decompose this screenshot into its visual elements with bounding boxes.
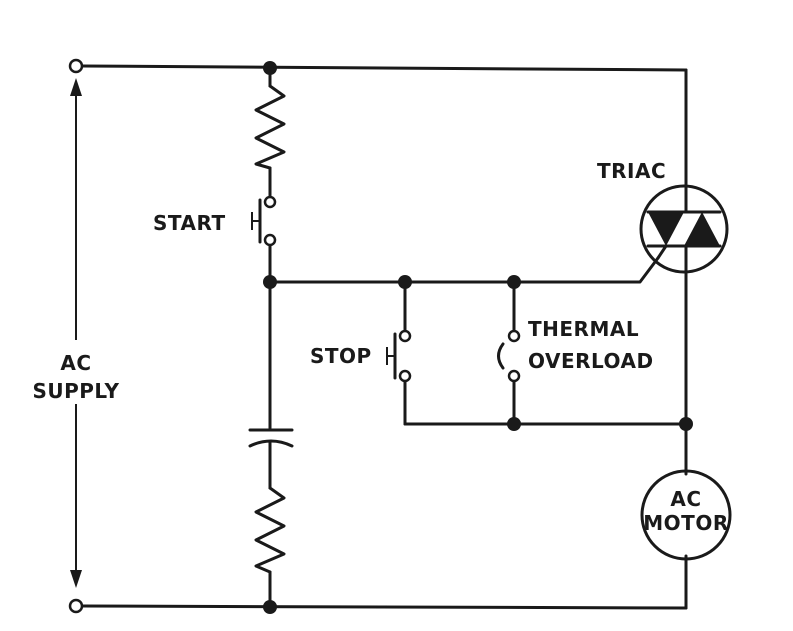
- stop-switch: [386, 329, 412, 383]
- ac-supply-label-line1: AC: [60, 351, 91, 375]
- supply-terminal-top: [68, 58, 84, 74]
- junction-dot: [263, 275, 277, 289]
- ac-motor: [640, 469, 732, 561]
- junction-dot: [507, 275, 521, 289]
- supply-terminal-bottom: [68, 598, 84, 614]
- thermal-label-line2: OVERLOAD: [528, 349, 654, 373]
- capacitor: [248, 428, 294, 448]
- thermal-label-line1: THERMAL: [528, 317, 639, 341]
- junction-dot: [398, 275, 412, 289]
- triac-label: TRIAC: [597, 159, 666, 183]
- start-switch: [251, 195, 277, 247]
- triac-symbol: [639, 184, 729, 274]
- stop-label: STOP: [310, 344, 372, 368]
- resistor-upper: [254, 84, 286, 170]
- start-label: START: [153, 211, 226, 235]
- ac-supply-label-line2: SUPPLY: [32, 379, 119, 403]
- junction-dot: [263, 61, 277, 75]
- motor-label-line2: MOTOR: [643, 511, 728, 535]
- motor-label-line1: AC: [670, 487, 701, 511]
- thermal-overload-switch: [497, 329, 521, 383]
- ac-supply-arrow: [70, 78, 82, 588]
- junction-dots: [263, 61, 693, 614]
- junction-dot: [263, 600, 277, 614]
- junction-dot: [679, 417, 693, 431]
- junction-dot: [507, 417, 521, 431]
- resistor-lower: [254, 486, 286, 574]
